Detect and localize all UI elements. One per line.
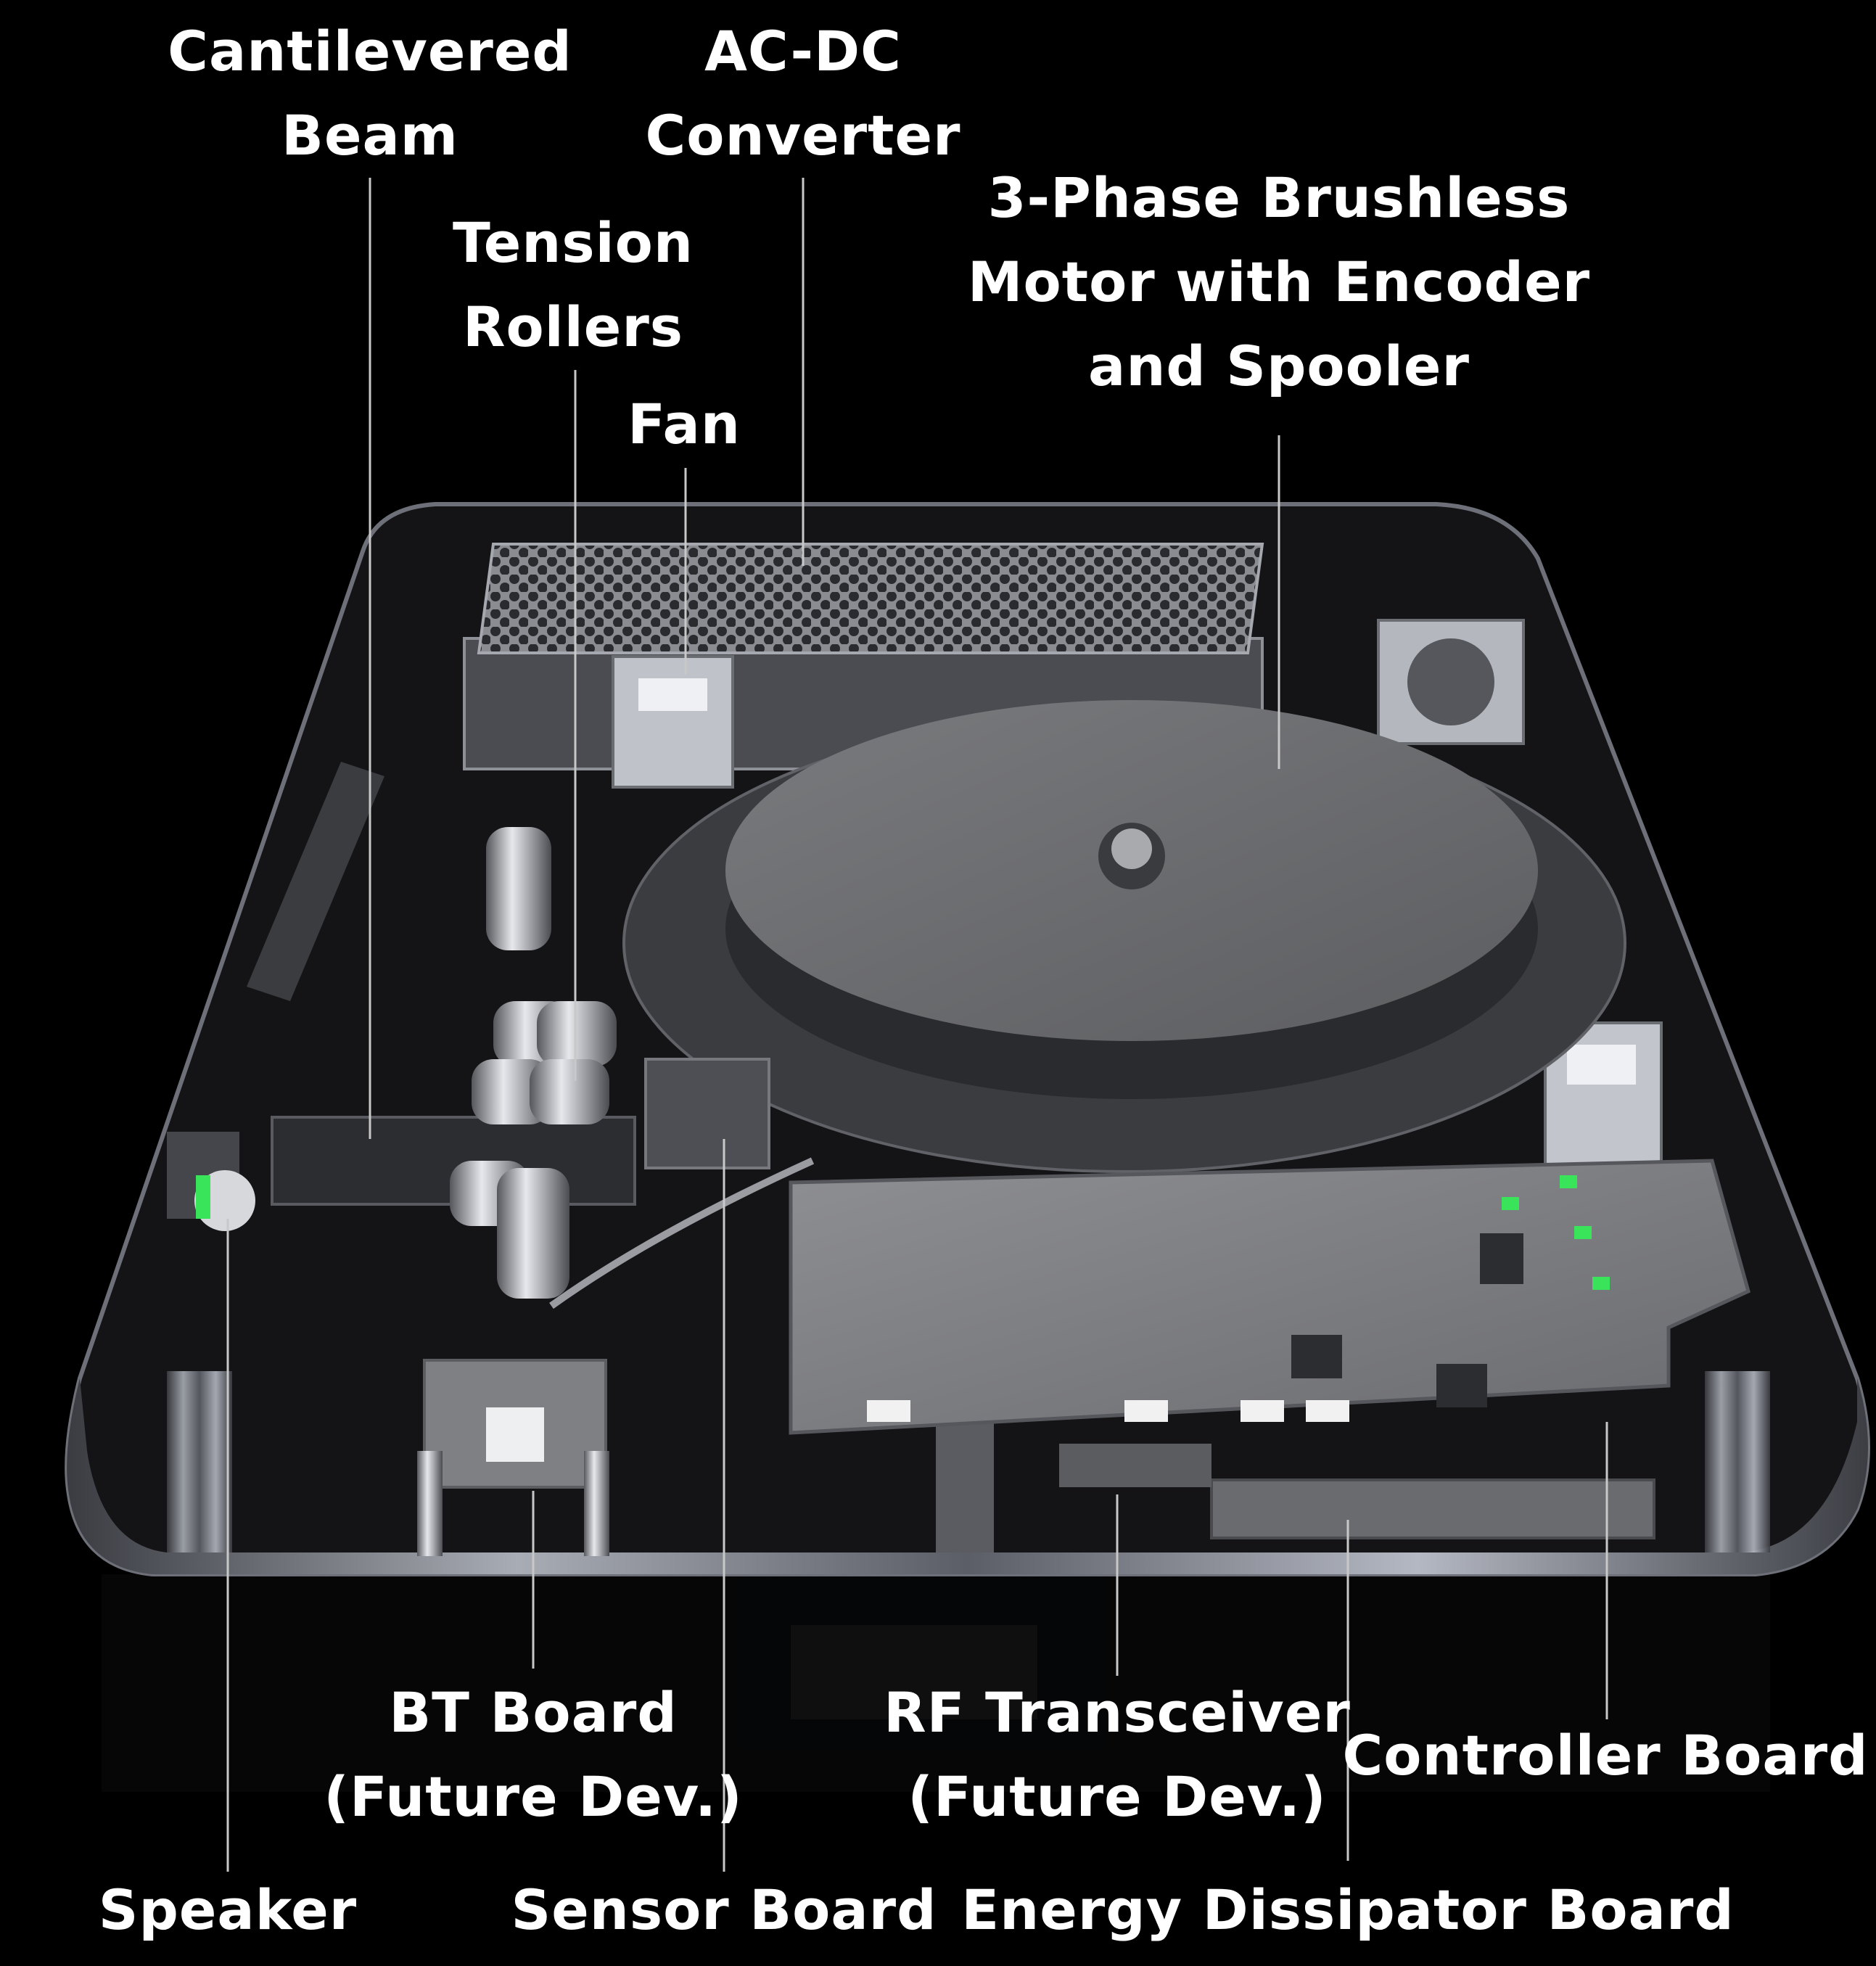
- energy-dissipator-board: [1210, 1478, 1655, 1539]
- fan-right: [1377, 619, 1525, 745]
- label-fan: Fan: [628, 392, 741, 456]
- label-cantilevered-beam: Cantilevered Beam: [168, 19, 572, 168]
- fan-left: [612, 655, 734, 789]
- leader-lines: [226, 178, 1608, 1872]
- label-tension-rollers: Tension Rollers: [452, 210, 694, 359]
- label-controller-board: Controller Board: [1342, 1723, 1869, 1788]
- tension-rollers: [450, 827, 815, 1309]
- label-motor: 3-Phase Brushless Motor with Encoder and…: [967, 165, 1591, 398]
- speaker: [167, 1132, 255, 1231]
- controller-board: [789, 1159, 1750, 1435]
- label-bt-board: BT Board (Future Dev.): [324, 1680, 743, 1829]
- label-speaker: Speaker: [98, 1877, 358, 1942]
- label-energy-dissipator-board: Energy Dissipator Board: [961, 1877, 1735, 1942]
- label-rf-transceiver: RF Transceiver (Future Dev.): [884, 1680, 1351, 1829]
- label-ac-dc-converter: AC-DC Converter: [645, 19, 961, 168]
- sensor-board: [644, 1058, 770, 1169]
- motor-spooler: [622, 700, 1626, 1173]
- label-sensor-board: Sensor Board: [511, 1877, 937, 1942]
- rf-transceiver: [1059, 1444, 1211, 1487]
- bt-board: [417, 1359, 609, 1556]
- floor-reflection: [102, 1574, 1770, 1792]
